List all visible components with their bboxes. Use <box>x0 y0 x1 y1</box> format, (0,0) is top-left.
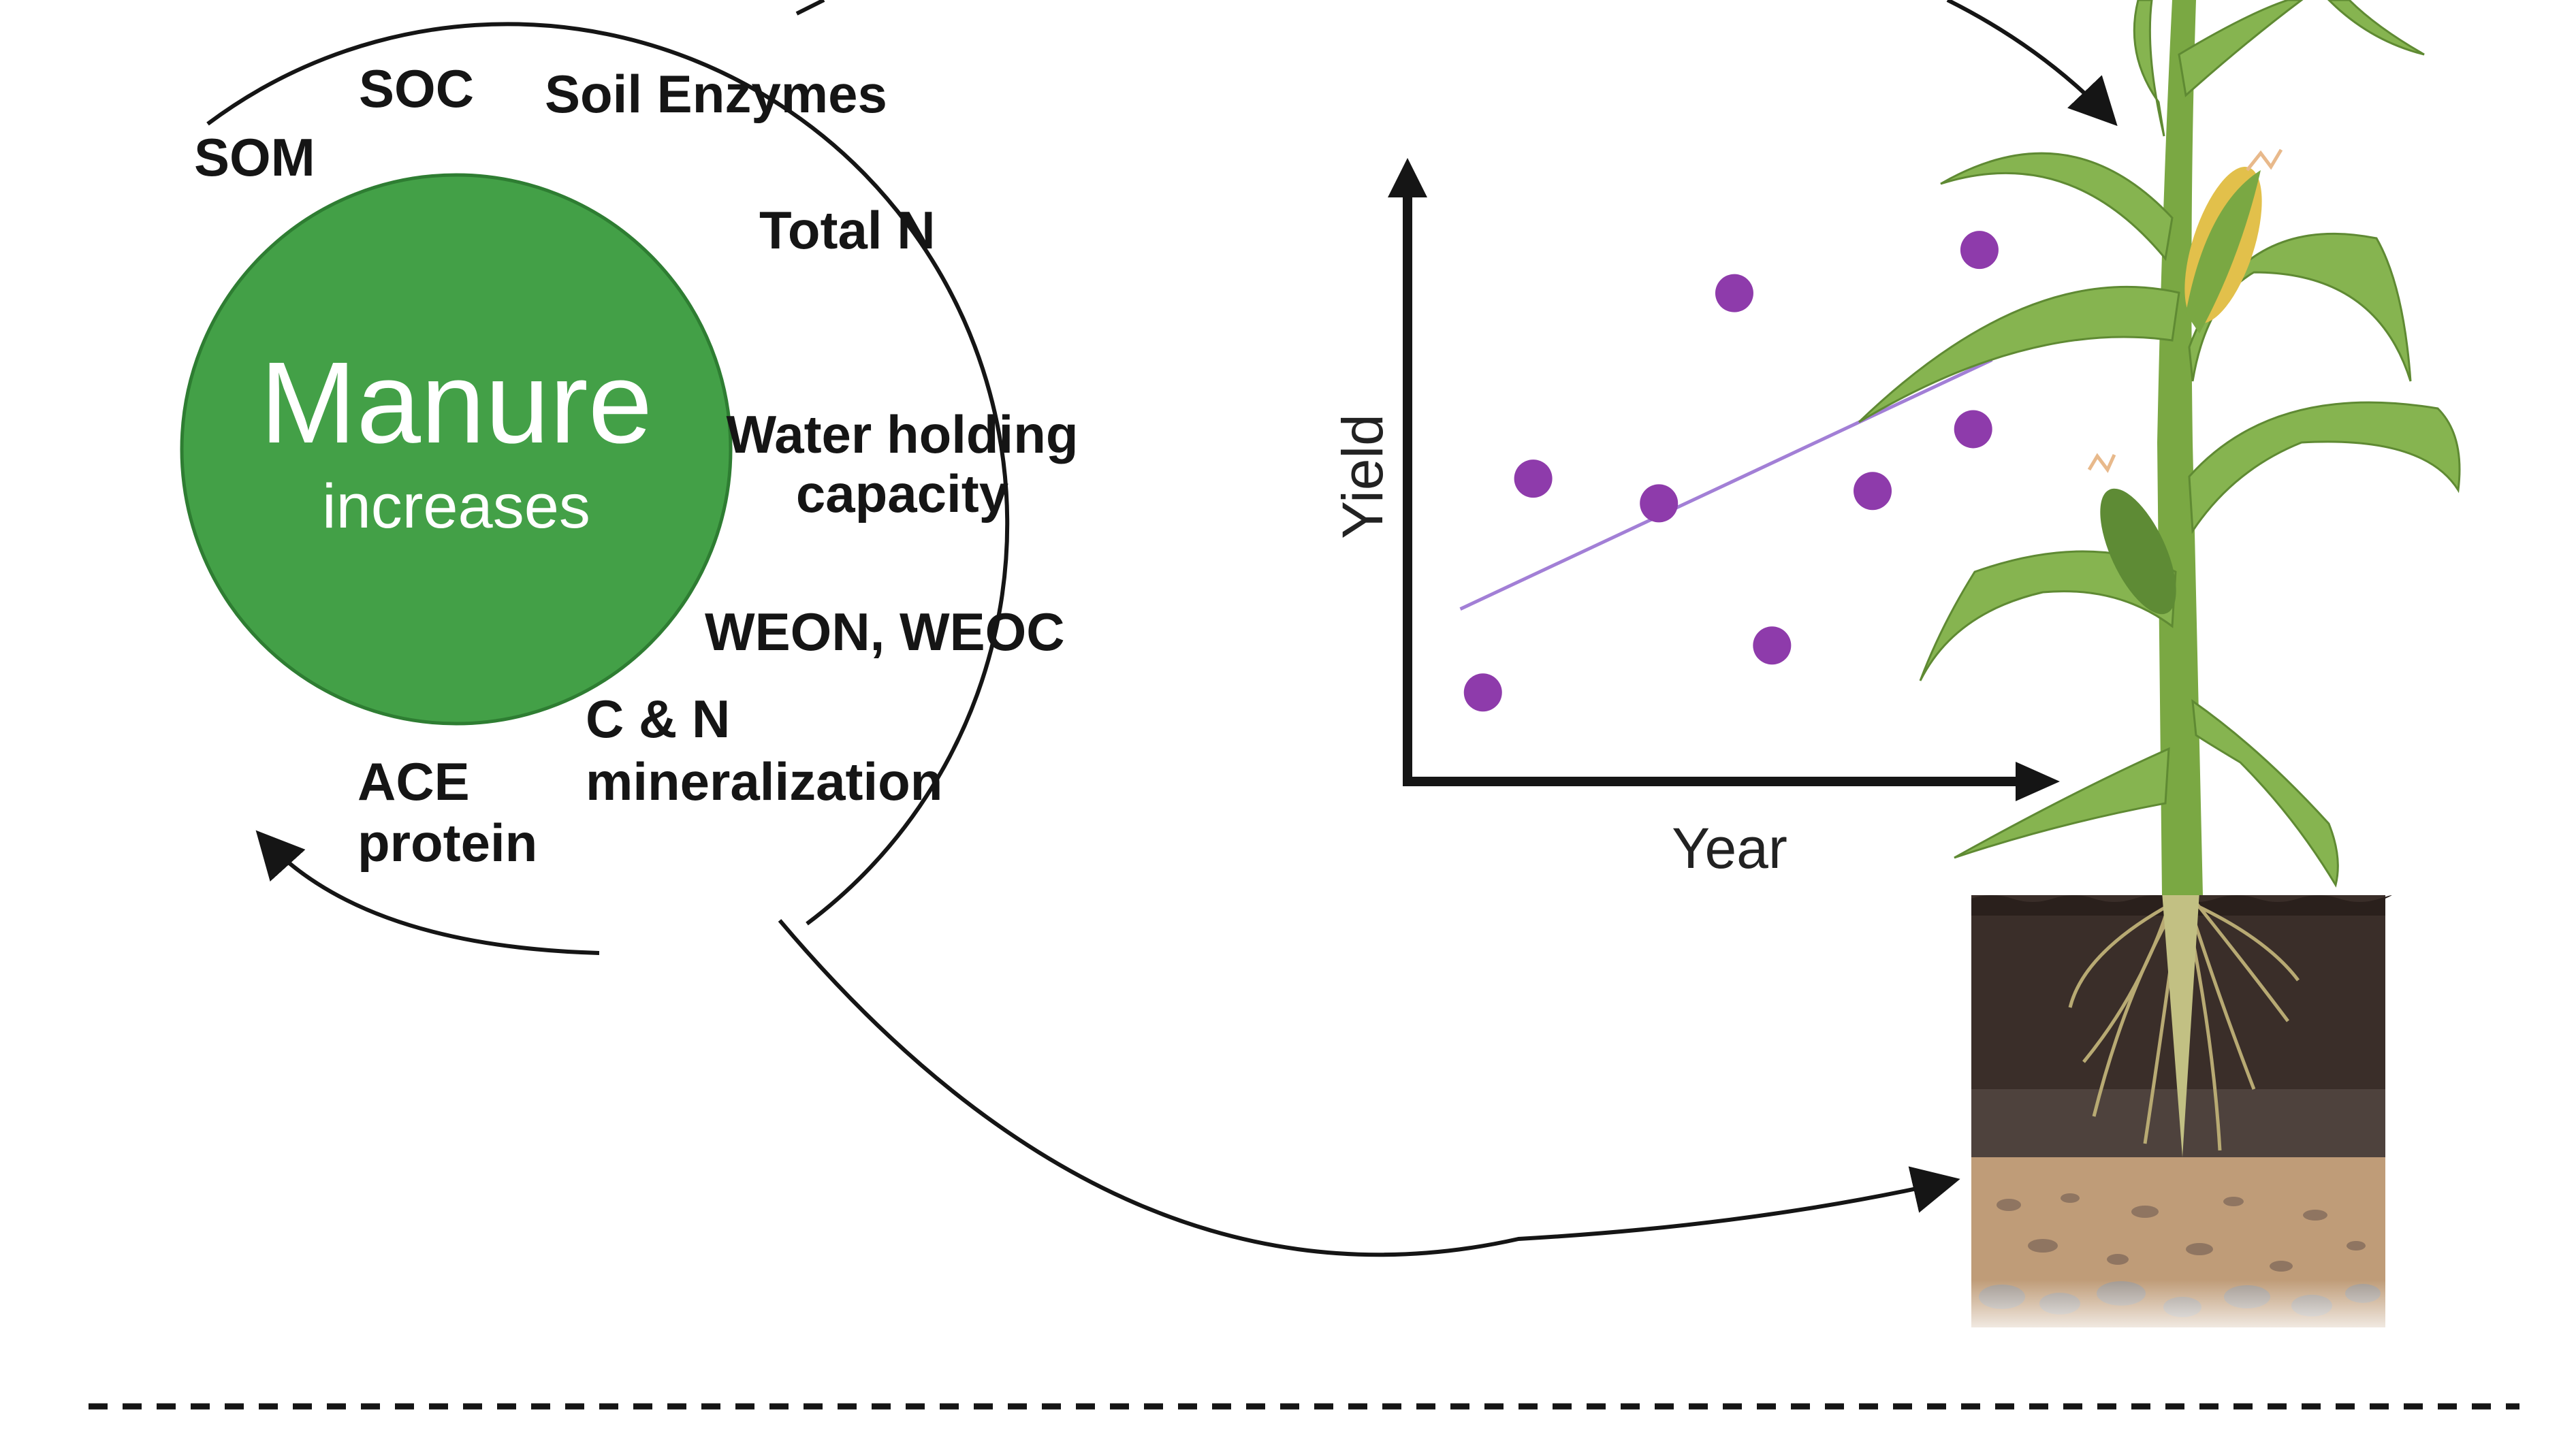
corn-ear-lower <box>2087 453 2176 615</box>
arrow-to-soil <box>778 919 1960 1257</box>
x-axis-label: Year <box>1672 816 1787 880</box>
label-som: SOM <box>194 127 315 187</box>
scatter-point-2 <box>1514 459 1553 498</box>
label-water-holding-2: capacity <box>796 464 1008 523</box>
manure-title: Manure <box>260 338 652 468</box>
yield-chart: Year Yield <box>1331 158 2060 880</box>
manure-circle <box>180 173 733 726</box>
label-soc: SOC <box>359 59 474 118</box>
label-ace-2: protein <box>357 813 537 873</box>
trend-line <box>1459 358 1993 611</box>
scatter-point-4 <box>1715 274 1753 312</box>
top-arc-fragment <box>795 0 825 16</box>
x-axis-arrowhead <box>2016 762 2060 801</box>
label-cn-1: C & N <box>586 689 730 749</box>
corn-plant <box>1858 0 2461 895</box>
scatter-point-7 <box>1954 410 1992 449</box>
scatter-point-3 <box>1640 484 1679 523</box>
label-ace-1: ACE <box>357 752 470 811</box>
soil-profile <box>1968 892 2392 1341</box>
scatter-point-5 <box>1753 626 1792 665</box>
scatter-point-6 <box>1854 472 1892 511</box>
label-water-holding-1: Water holding <box>726 404 1078 464</box>
scatter-point-1 <box>1463 673 1502 712</box>
arrow-to-plant-top <box>1946 0 2118 127</box>
soil-pebbles <box>1997 1193 2366 1272</box>
property-circle-group: Manure increases SOM SOC Soil Enzymes To… <box>180 0 1079 955</box>
scatter-point-8 <box>1960 231 1999 270</box>
label-soil-enzymes: Soil Enzymes <box>545 64 887 124</box>
label-weon-weoc: WEON, WEOC <box>705 602 1065 662</box>
corn-ear-upper <box>2184 148 2283 334</box>
manure-subtitle: increases <box>322 472 590 541</box>
y-axis-arrowhead <box>1388 158 1427 197</box>
label-total-n: Total N <box>759 200 936 260</box>
taproot <box>2162 892 2199 1157</box>
soil-fade <box>1968 1280 2390 1341</box>
property-circle-outline <box>206 22 1009 926</box>
label-cn-2: mineralization <box>586 752 942 811</box>
scatter-points <box>1463 231 1999 712</box>
y-axis-label: Yield <box>1331 414 1395 539</box>
cycle-arrow <box>255 830 600 955</box>
